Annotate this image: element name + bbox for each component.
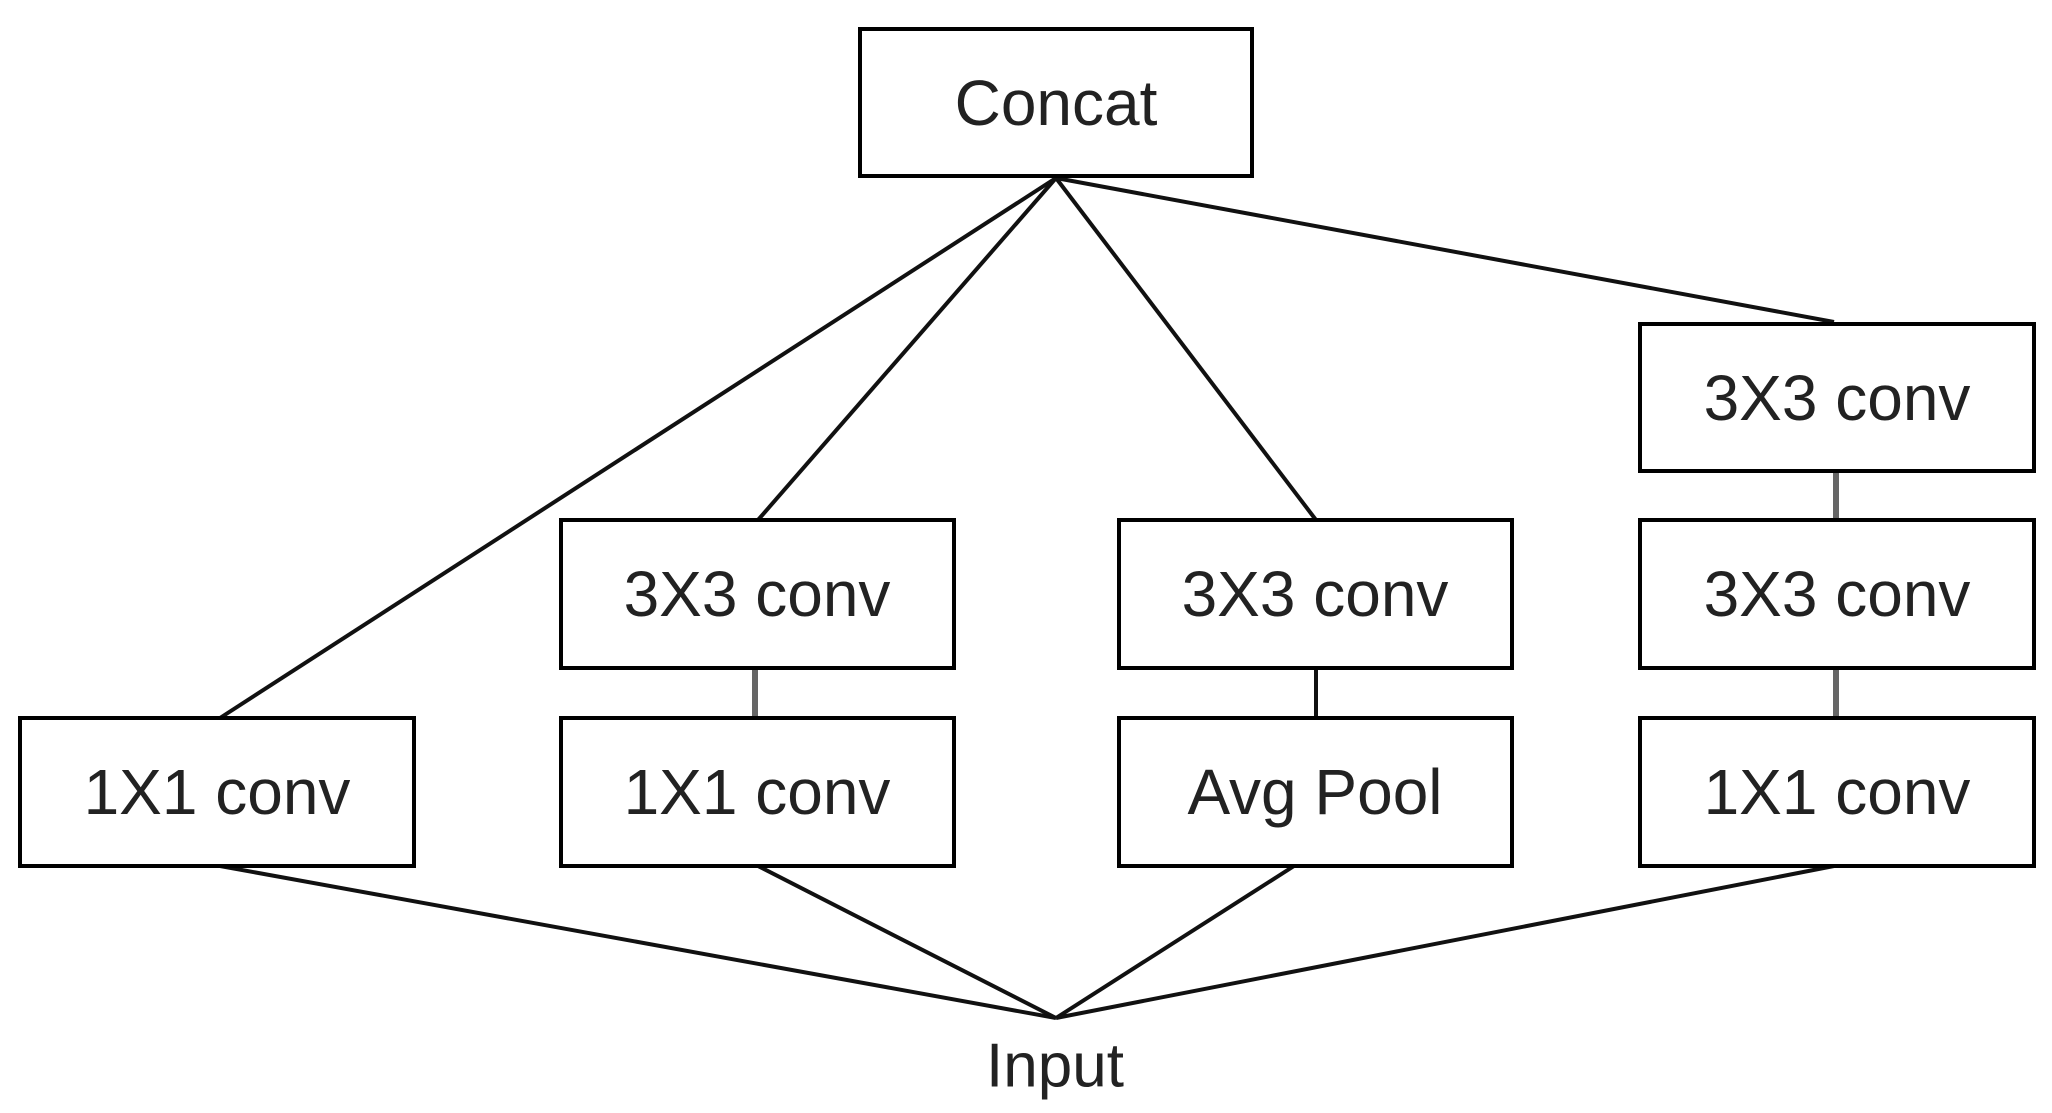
branch1-conv1x1-label: 1X1 conv — [84, 756, 351, 828]
input-label: Input — [986, 1032, 1124, 1101]
branch4-conv3x3-mid-label: 3X3 conv — [1704, 558, 1971, 630]
concat-label: Concat — [955, 67, 1158, 139]
branch3-conv3x3-label: 3X3 conv — [1182, 558, 1449, 630]
branch2-conv3x3-label: 3X3 conv — [624, 558, 891, 630]
branch1-conv1x1-node: 1X1 conv — [18, 716, 416, 868]
branch3-avgpool-node: Avg Pool — [1117, 716, 1514, 868]
edge-concat-to-branch1 — [218, 176, 1058, 720]
edge-b4-to-input — [1055, 864, 1835, 1020]
edge-concat-to-branch2 — [756, 176, 1058, 522]
edge-concat-to-branch3 — [1054, 176, 1318, 522]
edge-b1-to-input — [219, 864, 1057, 1020]
branch4-conv3x3-mid-node: 3X3 conv — [1638, 518, 2036, 670]
concat-node: Concat — [858, 27, 1254, 178]
branch4-conv3x3-top-label: 3X3 conv — [1704, 362, 1971, 434]
branch2-conv1x1-node: 1X1 conv — [559, 716, 956, 868]
branch3-conv3x3-node: 3X3 conv — [1117, 518, 1514, 670]
edge-concat-to-branch4 — [1055, 176, 1835, 324]
branch4-conv1x1-node: 1X1 conv — [1638, 716, 2036, 868]
branch2-conv3x3-node: 3X3 conv — [559, 518, 956, 670]
edge-b3-to-input — [1054, 864, 1296, 1020]
branch2-conv1x1-label: 1X1 conv — [624, 756, 891, 828]
branch4-conv3x3-top-node: 3X3 conv — [1638, 322, 2036, 473]
edge-b2-to-input — [757, 864, 1057, 1020]
branch4-conv1x1-label: 1X1 conv — [1704, 756, 1971, 828]
branch3-avgpool-label: Avg Pool — [1188, 756, 1443, 828]
